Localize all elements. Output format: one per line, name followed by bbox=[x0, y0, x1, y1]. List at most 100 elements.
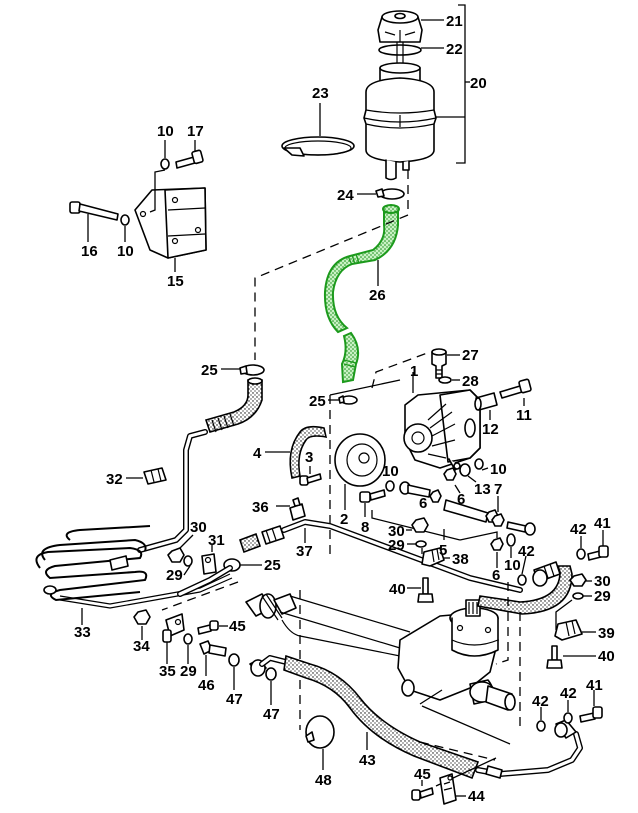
seal-42c[interactable] bbox=[536, 720, 546, 732]
pulley-2[interactable] bbox=[334, 433, 386, 487]
pressure-line-37[interactable] bbox=[238, 519, 523, 593]
washer-10a[interactable] bbox=[160, 158, 170, 170]
banjo-bolt-41b[interactable] bbox=[579, 706, 603, 723]
washer-29b[interactable] bbox=[415, 540, 427, 548]
hose-4[interactable] bbox=[289, 425, 328, 479]
nut-6a[interactable] bbox=[443, 467, 457, 481]
callout-25-c: 25 bbox=[264, 557, 281, 574]
callout-23: 23 bbox=[312, 85, 329, 102]
seal-47b[interactable] bbox=[265, 667, 277, 681]
pressure-hose-right[interactable] bbox=[477, 561, 573, 615]
callout-30-b: 30 bbox=[388, 523, 405, 540]
bolt-7-end[interactable] bbox=[506, 521, 536, 536]
callout-29-d: 29 bbox=[180, 663, 197, 680]
callout-25-a: 25 bbox=[201, 362, 218, 379]
seal-42d[interactable] bbox=[563, 712, 573, 724]
callout-29-b: 29 bbox=[388, 537, 405, 554]
callout-12: 12 bbox=[482, 421, 499, 438]
callout-26: 26 bbox=[369, 287, 386, 304]
seal-42b[interactable] bbox=[576, 548, 586, 560]
banjo-bolt-41a[interactable] bbox=[587, 545, 609, 561]
callout-2: 2 bbox=[340, 511, 348, 528]
clip-39[interactable] bbox=[554, 619, 583, 641]
callout-25-b: 25 bbox=[309, 393, 326, 410]
clip-31[interactable] bbox=[201, 553, 217, 575]
nut-7[interactable] bbox=[491, 513, 505, 527]
bolt-45b[interactable] bbox=[411, 787, 434, 801]
callout-6-c: 6 bbox=[492, 567, 500, 584]
hose-clamp-48[interactable] bbox=[305, 715, 335, 749]
callout-13: 13 bbox=[474, 481, 491, 498]
bolt-8[interactable] bbox=[359, 489, 386, 503]
callout-labels: 21 22 20 23 10 17 16 10 15 24 26 25 25 2… bbox=[74, 13, 615, 805]
nut-30c[interactable] bbox=[569, 573, 587, 587]
callout-29-a: 29 bbox=[166, 567, 183, 584]
bolt-40b[interactable] bbox=[546, 645, 563, 669]
clip-36[interactable] bbox=[289, 497, 306, 521]
washer-10c[interactable] bbox=[474, 458, 484, 470]
bolt-3[interactable] bbox=[299, 473, 322, 486]
callout-47-b: 47 bbox=[263, 706, 280, 723]
bolt-16[interactable] bbox=[69, 201, 119, 221]
nut-30a[interactable] bbox=[167, 547, 185, 563]
cooler-hose[interactable] bbox=[204, 377, 263, 433]
clip-38[interactable] bbox=[421, 547, 445, 567]
return-line-left[interactable] bbox=[249, 655, 289, 677]
callout-15: 15 bbox=[167, 273, 184, 290]
callout-11: 11 bbox=[516, 407, 532, 424]
clip-35[interactable] bbox=[162, 613, 185, 643]
callout-39: 39 bbox=[598, 625, 615, 642]
reservoir-assembly[interactable] bbox=[363, 10, 437, 181]
washer-10e[interactable] bbox=[506, 533, 516, 547]
callout-1: 1 bbox=[410, 363, 418, 380]
callout-33: 33 bbox=[74, 624, 91, 641]
callout-10-lower: 10 bbox=[117, 243, 134, 260]
hose-clamp-23[interactable] bbox=[281, 136, 355, 157]
callout-38: 38 bbox=[452, 551, 469, 568]
suction-hose-26[interactable] bbox=[323, 204, 400, 384]
bracket-15[interactable] bbox=[134, 187, 207, 259]
callout-36: 36 bbox=[252, 499, 269, 516]
washer-29d[interactable] bbox=[183, 633, 193, 645]
washer-29a[interactable] bbox=[183, 555, 193, 567]
seal-28[interactable] bbox=[438, 376, 452, 384]
callout-4: 4 bbox=[253, 445, 262, 462]
callout-10-pump: 10 bbox=[490, 461, 507, 478]
clip-32[interactable] bbox=[143, 467, 167, 485]
nut-6c[interactable] bbox=[490, 537, 504, 551]
callout-7: 7 bbox=[494, 481, 502, 498]
callout-30-c: 30 bbox=[594, 573, 611, 590]
banjo-bolt-46[interactable] bbox=[199, 640, 227, 657]
spacer-12[interactable] bbox=[474, 392, 498, 411]
hose-clamp-25a[interactable] bbox=[239, 364, 265, 376]
hose-clamp-24[interactable] bbox=[375, 188, 405, 200]
power-steering-pump[interactable] bbox=[403, 389, 481, 471]
callout-42-b: 42 bbox=[570, 521, 587, 538]
seal-47a[interactable] bbox=[228, 653, 240, 667]
return-hose-43[interactable] bbox=[283, 654, 480, 780]
bolt-17[interactable] bbox=[175, 149, 204, 169]
washer-29c[interactable] bbox=[572, 592, 584, 600]
bolt-40a[interactable] bbox=[417, 577, 434, 603]
nut-30b[interactable] bbox=[411, 517, 429, 533]
callout-48: 48 bbox=[315, 772, 332, 789]
callout-5: 5 bbox=[439, 542, 447, 559]
spacer-13[interactable] bbox=[459, 463, 471, 477]
bolt-11[interactable] bbox=[499, 378, 532, 399]
union-27[interactable] bbox=[431, 348, 447, 379]
hose-clamp-25b[interactable] bbox=[338, 395, 358, 405]
clip-44[interactable] bbox=[439, 773, 457, 805]
washer-10d[interactable] bbox=[385, 480, 395, 492]
callout-8: 8 bbox=[361, 519, 369, 536]
seal-42a[interactable] bbox=[517, 574, 527, 586]
callout-10-rod: 10 bbox=[382, 463, 399, 480]
callout-45-b: 45 bbox=[414, 766, 431, 783]
nut-34[interactable] bbox=[133, 609, 151, 625]
callout-29-c: 29 bbox=[594, 588, 611, 605]
callout-31: 31 bbox=[208, 532, 225, 549]
steering-rack[interactable] bbox=[245, 593, 516, 711]
cooling-coil-33[interactable] bbox=[35, 525, 233, 609]
bolt-45a[interactable] bbox=[197, 620, 219, 635]
washer-10b[interactable] bbox=[120, 214, 130, 226]
callout-3: 3 bbox=[305, 449, 313, 466]
